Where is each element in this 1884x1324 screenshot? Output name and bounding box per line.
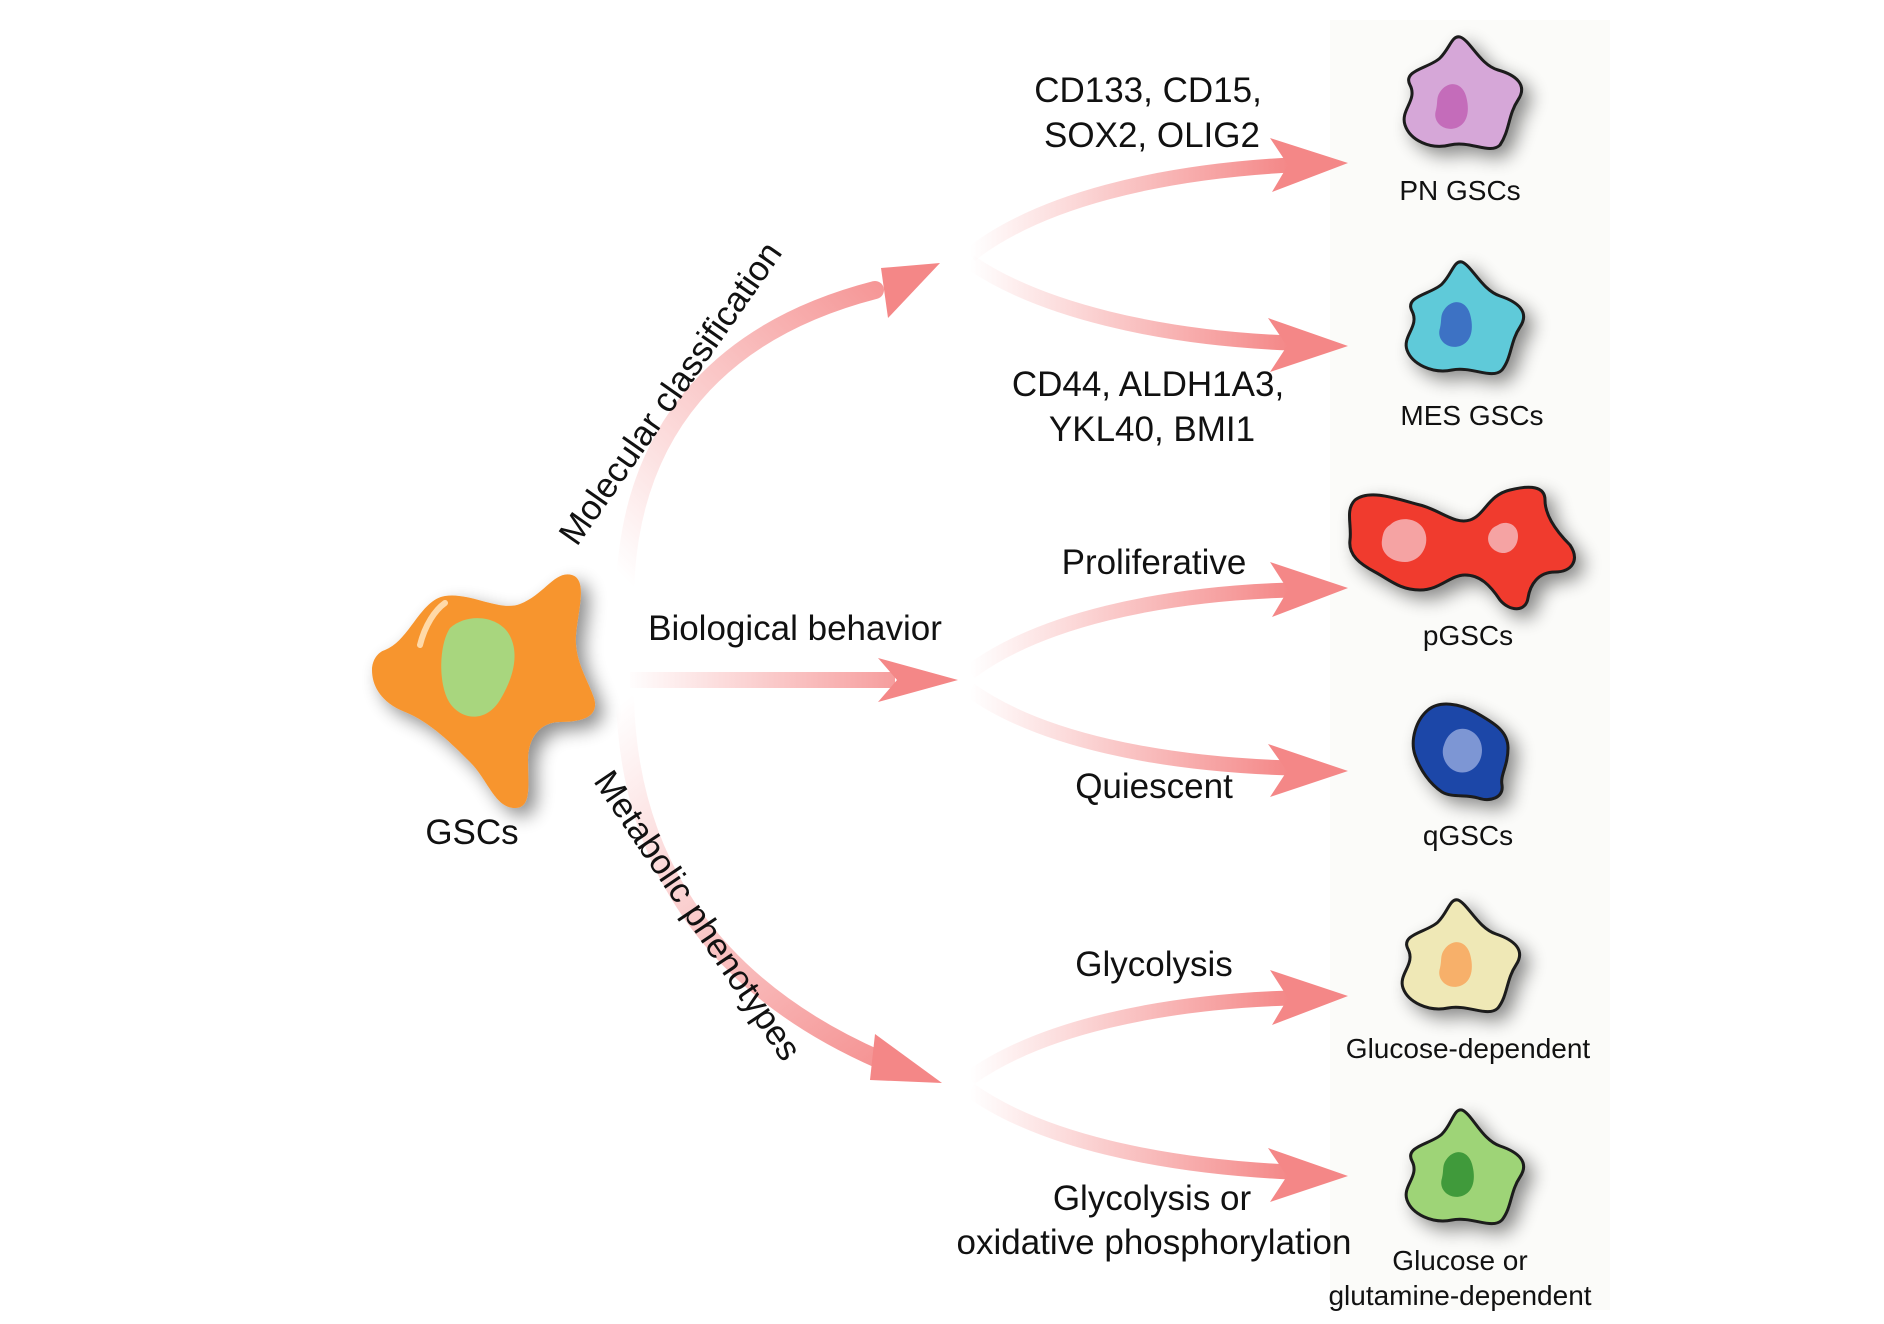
result-proliferative: pGSCs <box>1423 620 1513 651</box>
category-label-metabolic: Metabolic phenotypes <box>586 764 809 1068</box>
branch-arrow-glycolysis <box>965 990 1291 1085</box>
arrowhead-biological <box>878 658 958 702</box>
branch-arrow-mes <box>965 255 1291 351</box>
marker-pn-line2: SOX2, OLIG2 <box>1044 116 1260 155</box>
cell-pn-nucleus <box>1435 84 1468 129</box>
source-label: GSCs <box>425 813 518 852</box>
result-pn: PN GSCs <box>1399 175 1520 206</box>
cell-proliferative-nucleus-a <box>1381 519 1427 562</box>
gsc-cell-nucleus <box>441 618 515 717</box>
cell-quiescent-nucleus <box>1442 728 1482 773</box>
gsc-cell-highlight <box>417 600 448 648</box>
cell-glucose-dependent <box>1400 898 1522 1014</box>
branch-head-proliferative <box>1270 562 1348 617</box>
result-glucose-or-glutamine-line1: Glucose or <box>1392 1245 1527 1276</box>
branch-head-mes <box>1268 318 1348 372</box>
branch-arrow-quiescent <box>965 683 1291 776</box>
cells-panel <box>1330 20 1610 1310</box>
marker-mes-line1: CD44, ALDH1A3, <box>1012 365 1284 404</box>
arrowhead-metabolic <box>870 1034 942 1083</box>
cell-mes-nucleus <box>1439 302 1472 347</box>
marker-oxphos-line2: oxidative phosphorylation <box>957 1223 1352 1262</box>
cell-quiescent <box>1411 702 1510 801</box>
result-mes: MES GSCs <box>1400 400 1543 431</box>
arrow-metabolic <box>616 691 889 1069</box>
branch-head-glycolysis <box>1270 970 1348 1025</box>
marker-glycolysis: Glycolysis <box>1075 945 1233 984</box>
cell-mes <box>1404 260 1526 376</box>
branch-arrow-oxphos <box>965 1083 1291 1180</box>
gsc-cell <box>372 574 596 808</box>
category-arrows <box>616 263 958 1083</box>
arrow-molecular <box>616 281 884 599</box>
cell-proliferative <box>1348 485 1576 611</box>
result-glucose-or-glutamine-line2: glutamine-dependent <box>1328 1280 1591 1311</box>
cell-proliferative-nucleus-b <box>1488 522 1518 554</box>
cell-glucose-or-glutamine <box>1404 1108 1526 1226</box>
marker-mes-line2: YKL40, BMI1 <box>1049 410 1255 449</box>
cell-glucose-or-glutamine-nucleus <box>1441 1152 1474 1197</box>
cell-pn <box>1402 35 1524 151</box>
branch-head-quiescent <box>1268 744 1348 797</box>
marker-quiescent: Quiescent <box>1075 767 1233 806</box>
branch-arrows <box>965 138 1348 1202</box>
marker-oxphos-line1: Glycolysis or <box>1053 1179 1252 1218</box>
cell-proliferative-body <box>1348 485 1576 611</box>
result-glucose-dependent: Glucose-dependent <box>1346 1033 1591 1064</box>
category-label-biological: Biological behavior <box>648 609 942 648</box>
branch-head-pn <box>1270 138 1348 192</box>
cell-glucose-dependent-nucleus <box>1439 942 1472 987</box>
branch-arrow-pn <box>965 157 1291 261</box>
result-quiescent: qGSCs <box>1423 820 1513 851</box>
arrowhead-molecular <box>881 263 940 318</box>
category-label-molecular: Molecular classification <box>551 235 789 552</box>
branch-arrow-proliferative <box>965 582 1291 679</box>
marker-pn-line1: CD133, CD15, <box>1034 71 1262 110</box>
marker-proliferative: Proliferative <box>1062 543 1247 582</box>
branch-head-oxphos <box>1268 1148 1348 1202</box>
